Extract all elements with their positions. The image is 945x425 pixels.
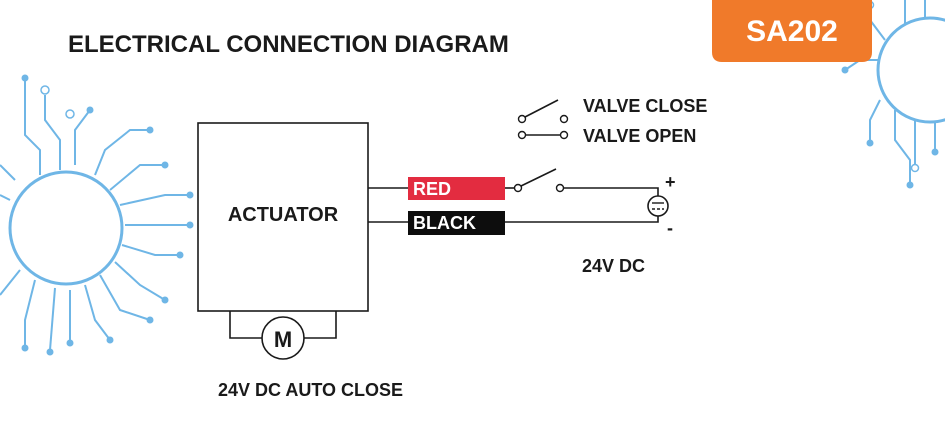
red-wire-label: RED [413, 179, 451, 199]
legend-item-valve-open: VALVE OPEN [517, 126, 696, 146]
circuit-decoration-left [0, 74, 194, 356]
motor-symbol [261, 316, 305, 360]
wiring: RED BLACK + - 24V DC [368, 168, 676, 276]
dc-supply-icon [647, 195, 669, 217]
model-badge-text: SA202 [746, 15, 838, 48]
diagram-title: ELECTRICAL CONNECTION DIAGRAM [68, 31, 509, 58]
actuator: ACTUATOR M 24V DC AUTO CLOSE [197, 122, 403, 400]
motor-leads [229, 311, 337, 339]
actuator-label: ACTUATOR [228, 204, 339, 226]
switch-legend: VALVE CLOSE VALVE OPEN [517, 96, 707, 146]
supply-minus: - [667, 218, 673, 238]
auto-close-label: 24V DC AUTO CLOSE [218, 380, 403, 400]
black-wire-label: BLACK [413, 213, 476, 233]
supply-label: 24V DC [582, 256, 645, 276]
supply-plus: + [665, 172, 676, 192]
legend-item-valve-close: VALVE CLOSE [517, 96, 707, 124]
model-badge: SA202 [712, 0, 872, 62]
legend-label-valve-open: VALVE OPEN [583, 126, 696, 146]
control-switch [520, 168, 557, 187]
actuator-box [197, 122, 369, 312]
switch-open-icon [524, 99, 559, 118]
legend-label-valve-close: VALVE CLOSE [583, 96, 707, 116]
motor-label: M [274, 327, 292, 352]
red-wire [408, 177, 505, 200]
black-wire [408, 211, 505, 235]
